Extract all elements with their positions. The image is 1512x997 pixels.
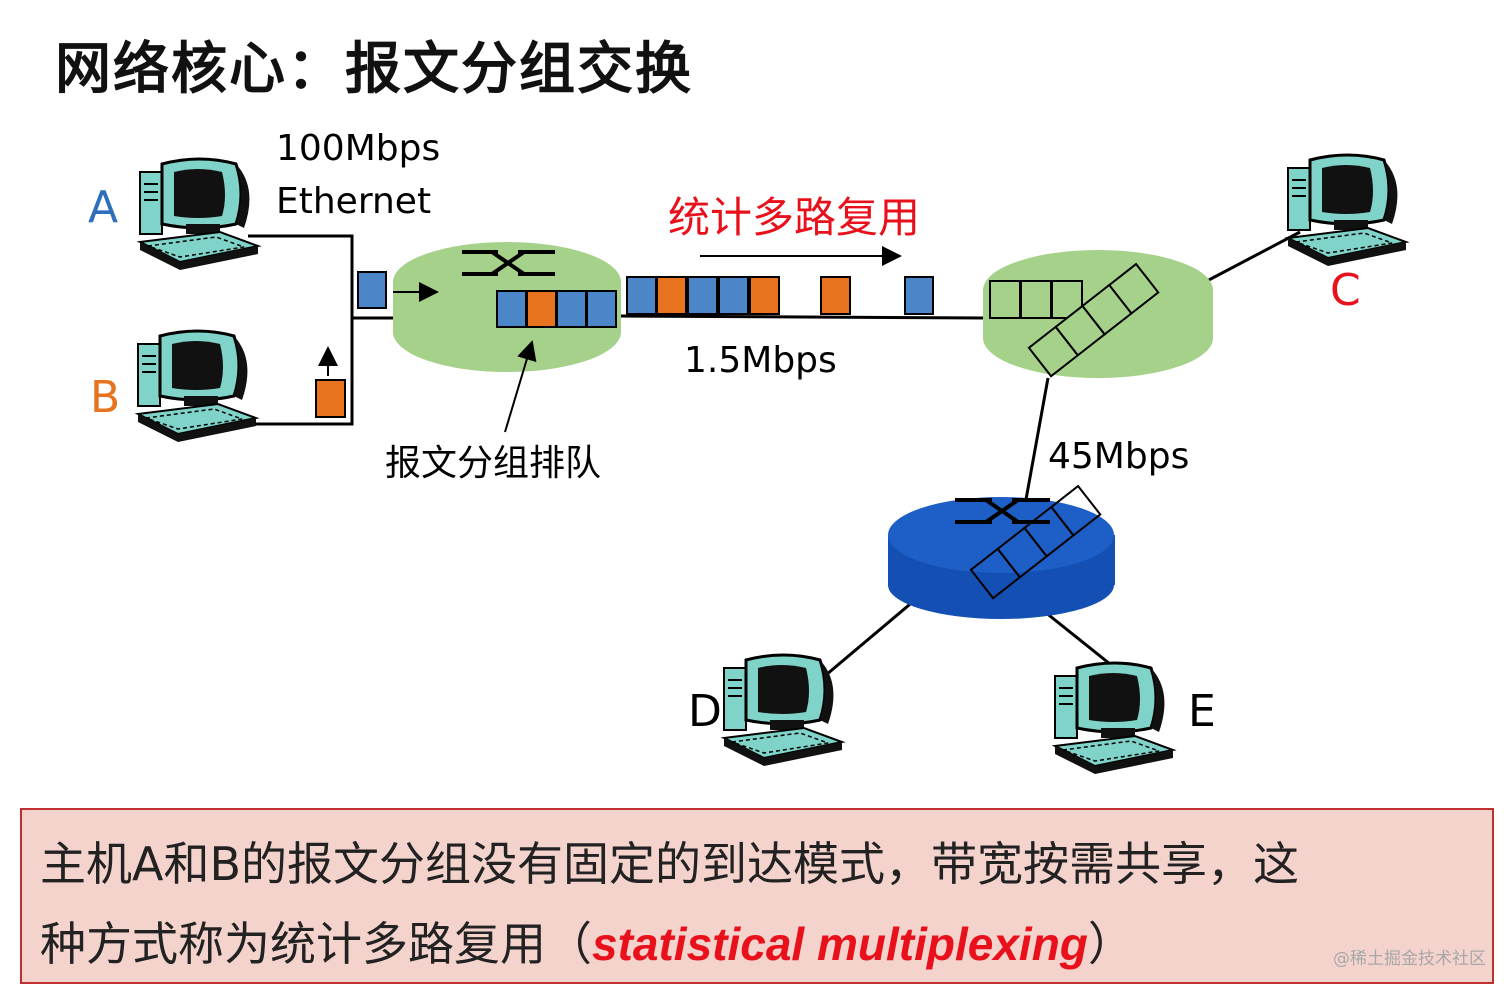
summary-note: 主机A和B的报文分组没有固定的到达模式，带宽按需共享，这 种方式称为统计多路复用… (20, 808, 1494, 984)
queueing-label: 报文分组排队 (385, 443, 601, 484)
host-b-label: B (90, 372, 120, 423)
router-right (983, 250, 1213, 378)
multiplexing-label: 统计多路复用 (668, 193, 920, 242)
link-45-label: 45Mbps (1048, 436, 1189, 477)
network-diagram: A B C D E (88, 128, 1408, 776)
packet-stream (626, 276, 934, 315)
host-b-computer (136, 329, 258, 444)
note-line-1: 主机A和B的报文分组没有固定的到达模式，带宽按需共享，这 (40, 837, 1300, 891)
watermark: @稀土掘金技术社区 (1333, 949, 1486, 969)
host-c-label: C (1330, 265, 1361, 316)
router-queue (496, 290, 617, 328)
host-d-label: D (688, 686, 722, 737)
note-line-2-prefix: 种方式称为统计多路复用（ (40, 917, 592, 971)
note-term: statistical multiplexing (592, 918, 1088, 970)
link-15-label: 1.5Mbps (684, 340, 837, 381)
output-buffer-45 (1027, 262, 1160, 378)
host-c-computer (1286, 153, 1408, 268)
host-e-label: E (1188, 686, 1216, 737)
output-buffer-blue (969, 484, 1102, 600)
host-a-computer (138, 157, 260, 272)
host-d-computer (722, 653, 844, 768)
note-line-2-suffix: ） (1087, 917, 1134, 971)
host-e-computer (1053, 661, 1175, 776)
note-line-2: 种方式称为统计多路复用（statistical multiplexing） (40, 904, 1474, 984)
ethernet-speed-label: 100Mbps (276, 128, 440, 169)
host-a-label: A (88, 182, 118, 233)
ethernet-label: Ethernet (276, 181, 431, 222)
packet-from-b (315, 379, 346, 418)
queue-pointer-arrow (504, 340, 537, 433)
packet-from-a (357, 271, 387, 309)
switch-icon (462, 250, 555, 276)
router-bottom (888, 484, 1115, 619)
router-left (393, 242, 621, 372)
slide-title: 网络核心：报文分组交换 (55, 37, 693, 102)
